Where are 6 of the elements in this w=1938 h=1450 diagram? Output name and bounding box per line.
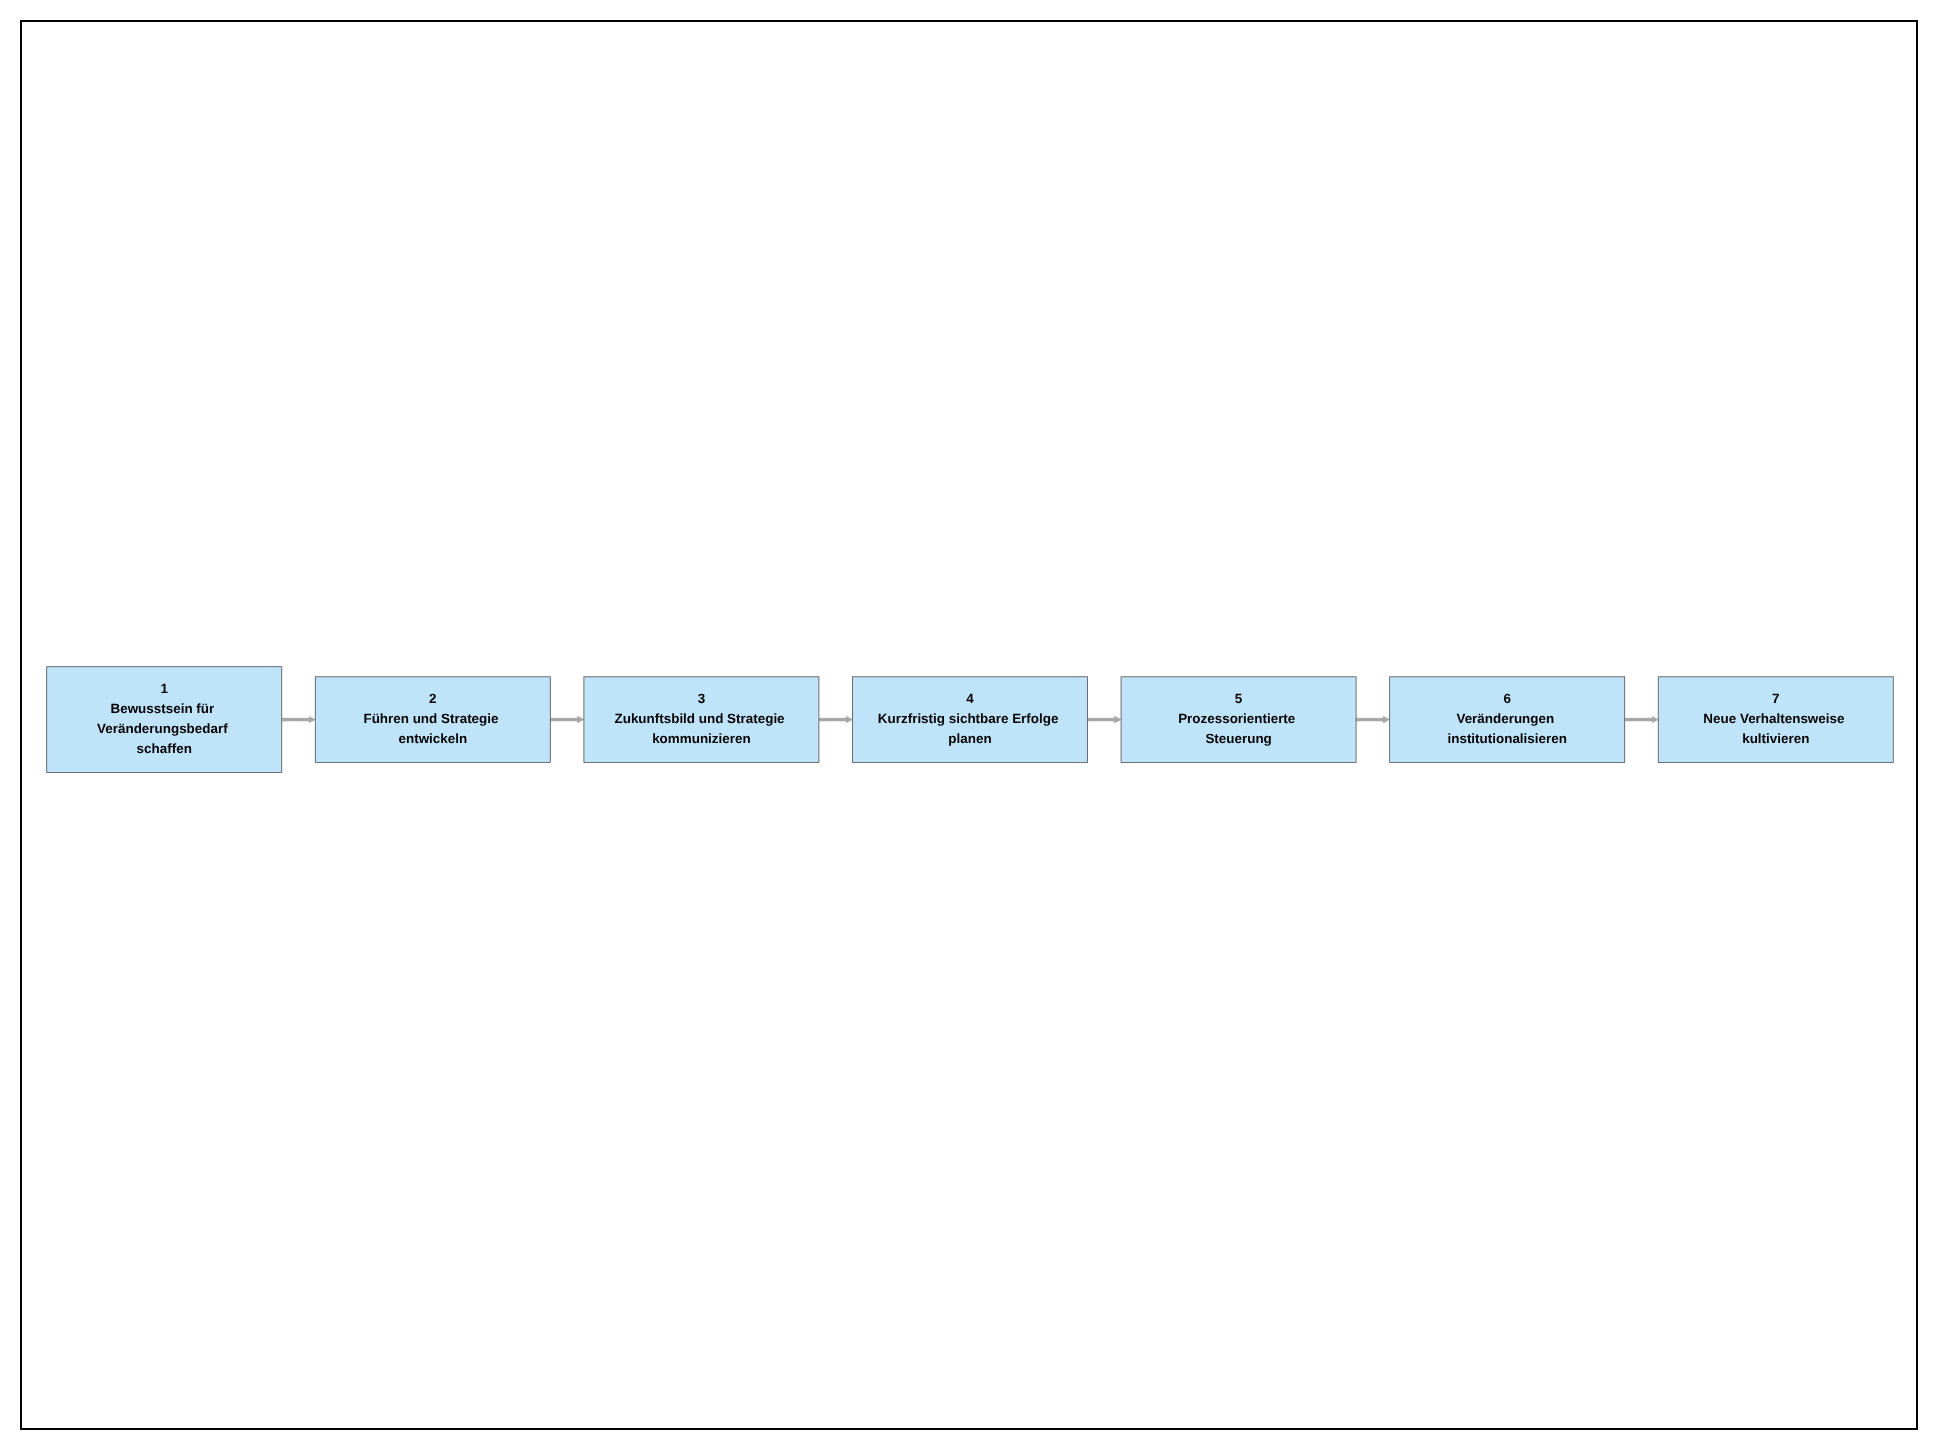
arrow bbox=[280, 716, 315, 724]
arrow bbox=[549, 716, 584, 724]
arrow bbox=[1623, 716, 1658, 724]
arrow bbox=[1355, 716, 1389, 724]
arrow bbox=[817, 716, 852, 724]
arrow bbox=[1086, 716, 1121, 724]
